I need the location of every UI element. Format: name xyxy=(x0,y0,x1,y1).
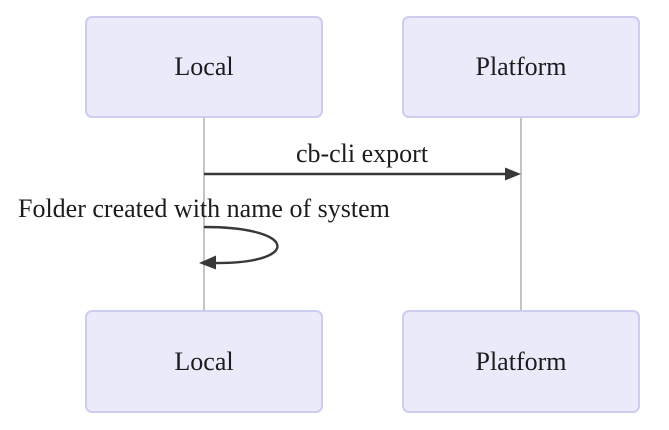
message-label-export: cb-cli export xyxy=(295,139,429,168)
actor-label-platform: Platform xyxy=(475,346,567,376)
actor-box-local-bottom: Local xyxy=(85,310,323,413)
actor-box-local-top: Local xyxy=(85,16,323,118)
actor-label-platform: Platform xyxy=(475,52,567,81)
right-arrowhead-icon xyxy=(505,167,521,181)
message-arrow-export xyxy=(204,167,521,181)
actor-box-platform-bottom: Platform xyxy=(402,310,640,413)
actor-label-local: Local xyxy=(174,346,234,376)
left-arrowhead-icon xyxy=(199,255,216,270)
message-label-self-loop: Folder created with name of system xyxy=(18,194,390,223)
self-loop-path xyxy=(203,225,279,265)
actor-box-platform-top: Platform xyxy=(402,16,640,118)
actor-label-local: Local xyxy=(174,52,234,81)
self-loop-arrow xyxy=(199,225,279,270)
